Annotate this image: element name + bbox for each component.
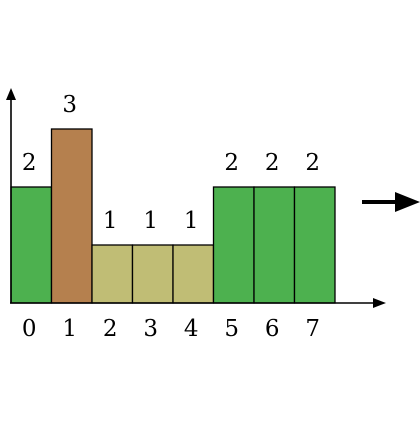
value-label-2: 1: [103, 208, 118, 234]
value-label-7: 2: [305, 150, 320, 176]
value-label-0: 2: [22, 150, 37, 176]
bar-3: [131, 244, 174, 304]
bar-6: [253, 186, 296, 304]
x-tick-label-7: 7: [305, 316, 320, 342]
bars-layer: [10, 128, 336, 304]
x-tick-label-2: 2: [103, 316, 118, 342]
x-tick-label-5: 5: [224, 316, 239, 342]
x-tick-label-3: 3: [143, 316, 158, 342]
x-tick-label-1: 1: [62, 316, 77, 342]
value-label-1: 3: [62, 92, 77, 118]
value-label-5: 2: [224, 150, 239, 176]
bar-2: [91, 244, 134, 304]
bar-4: [172, 244, 215, 304]
axes-layer: [6, 88, 386, 308]
x-tick-label-0: 0: [22, 316, 37, 342]
bar-7: [293, 186, 336, 304]
bar-5: [212, 186, 255, 304]
value-label-3: 1: [143, 208, 158, 234]
arrow-right-icon: [362, 192, 420, 212]
value-label-6: 2: [265, 150, 280, 176]
x-tick-label-6: 6: [265, 316, 280, 342]
y-axis-arrowhead: [6, 88, 16, 100]
x-axis-arrowhead: [373, 298, 386, 308]
bar-1: [50, 128, 93, 304]
x-tick-label-4: 4: [184, 316, 199, 342]
value-label-4: 1: [184, 208, 199, 234]
arrow-right-head: [395, 192, 420, 212]
bar-0: [10, 186, 53, 304]
